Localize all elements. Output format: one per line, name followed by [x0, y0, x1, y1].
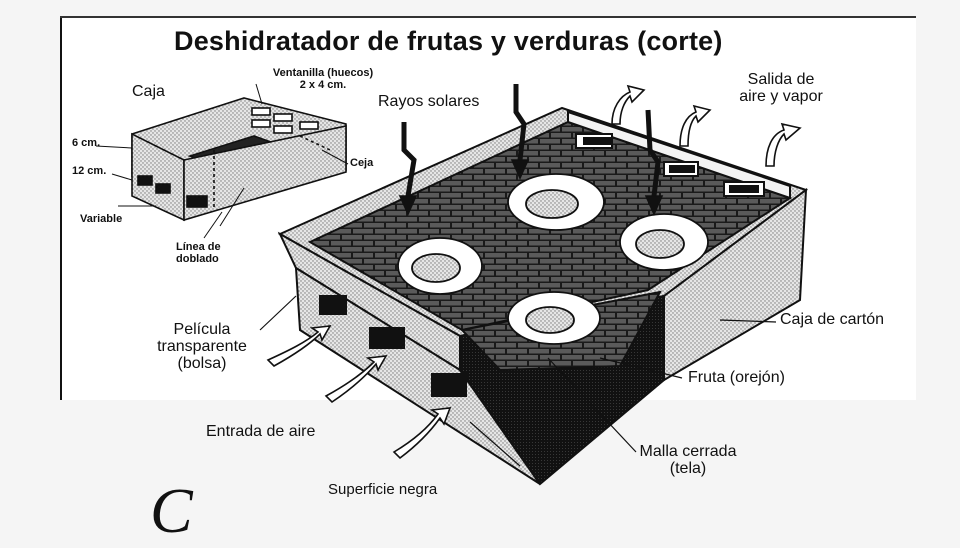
label-salida-line2: aire y vapor — [739, 87, 823, 105]
diagram-frame: Deshidratador de frutas y verduras (cort… — [60, 16, 916, 546]
label-variable: Variable — [80, 213, 123, 225]
footer-script-text: C — [150, 475, 195, 546]
top-border — [60, 16, 916, 18]
diagram-drawing — [95, 83, 809, 486]
label-pelicula-line2: transparente — [157, 337, 247, 355]
fruit-1 — [397, 237, 483, 295]
small-box — [95, 83, 349, 239]
label-ventanilla-line2: 2 x 4 cm. — [299, 78, 347, 91]
label-ceja: Ceja — [350, 157, 374, 169]
label-fruta: Fruta (orejón) — [688, 369, 785, 386]
label-pelicula-line1: Película — [173, 321, 231, 338]
label-pelicula: Película transparente (bolsa) — [144, 321, 260, 372]
inlet-arrows — [266, 325, 452, 460]
exhaust-arrows — [611, 84, 802, 167]
left-border — [60, 16, 62, 400]
label-pelicula-line3: (bolsa) — [177, 354, 227, 372]
label-malla-line2: (tela) — [669, 459, 707, 477]
label-caja: Caja — [132, 83, 165, 100]
label-ventanilla: Ventanilla (huecos) 2 x 4 cm. — [258, 67, 388, 91]
label-6cm: 6 cm. — [72, 137, 101, 149]
label-linea-line1: Línea de — [176, 241, 221, 253]
fruit-slices — [397, 173, 709, 345]
label-salida-line1: Salida de — [747, 71, 815, 88]
leader-lines — [259, 295, 777, 467]
label-salida: Salida de aire y vapor — [706, 71, 856, 106]
fruit-3 — [619, 213, 709, 271]
label-linea-line2: doblado — [176, 252, 219, 265]
label-superficie-negra: Superficie negra — [328, 481, 438, 498]
label-malla-line1: Malla cerrada — [639, 443, 737, 460]
diagram-title: Deshidratador de frutas y verduras (cort… — [174, 26, 723, 56]
label-malla: Malla cerrada (tela) — [628, 443, 748, 478]
label-linea-doblado: Línea de doblado — [176, 241, 221, 265]
solar-rays — [398, 84, 664, 216]
label-caja-carton: Caja de cartón — [780, 311, 885, 328]
fruit-4 — [507, 291, 601, 345]
fruit-2 — [507, 173, 605, 231]
label-rayos-solares: Rayos solares — [378, 93, 480, 110]
label-entrada-aire: Entrada de aire — [206, 423, 316, 440]
label-12cm: 12 cm. — [72, 165, 107, 177]
label-ventanilla-line1: Ventanilla (huecos) — [272, 67, 374, 79]
